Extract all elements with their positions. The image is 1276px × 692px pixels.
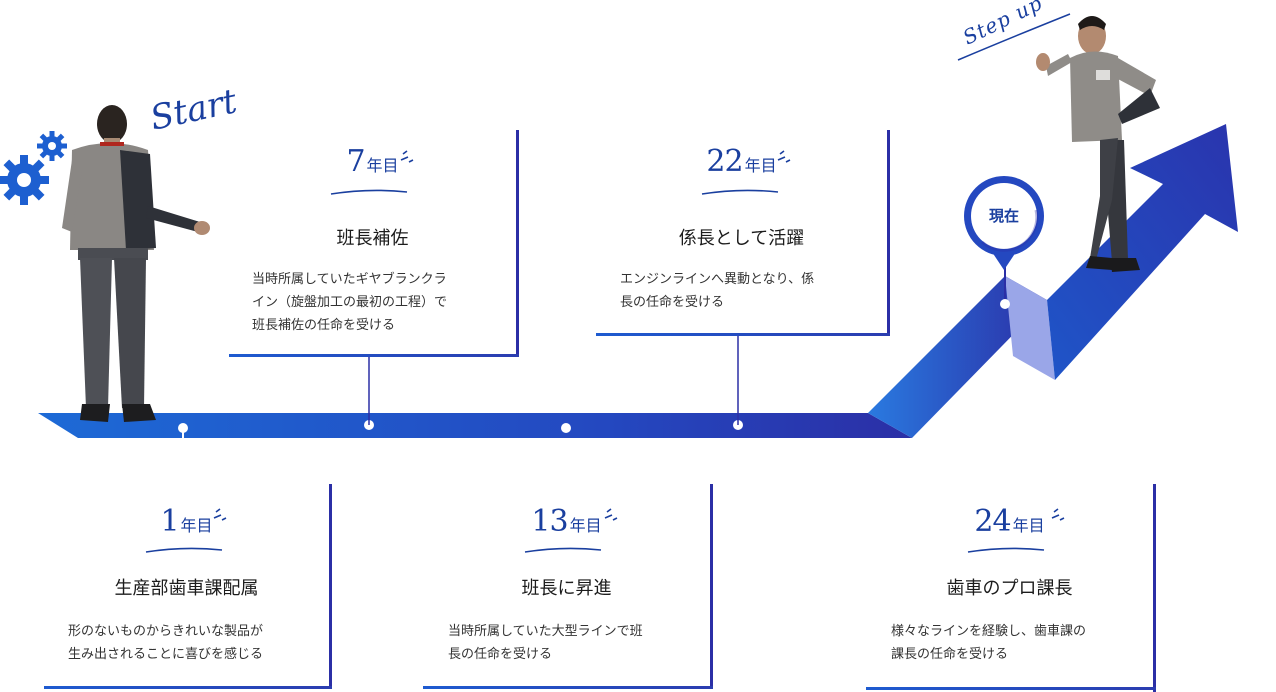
sparkle-icon bbox=[604, 508, 618, 521]
milestone-role: 班長補佐 bbox=[336, 228, 409, 249]
worker-current-figure bbox=[1036, 16, 1160, 272]
sparkle-icon bbox=[213, 508, 227, 521]
sparkle-icon bbox=[1051, 508, 1065, 521]
gear-icon bbox=[0, 155, 49, 205]
path-bar bbox=[38, 413, 912, 438]
underline-swash bbox=[330, 189, 408, 195]
path-fold bbox=[1005, 276, 1055, 380]
milestone-role: 班長に昇進 bbox=[521, 578, 612, 599]
worker-start-figure bbox=[62, 105, 210, 422]
gear-small-icon bbox=[37, 131, 67, 161]
milestone-dot-3 bbox=[561, 423, 571, 433]
underline-swash bbox=[967, 547, 1045, 553]
milestone-desc: 様々なラインを経験し、歯車課の課長の任命を受ける bbox=[891, 624, 1087, 662]
milestone-desc: エンジンラインへ異動となり、係長の任命を受ける bbox=[620, 272, 815, 310]
milestone-desc: 当時所属していたギヤブランクライン（旋盤加工の最初の工程）で班長補佐の任命を受け… bbox=[252, 272, 448, 333]
milestone-role: 歯車のプロ課長 bbox=[946, 578, 1073, 599]
milestone-role: 生産部歯車課配属 bbox=[114, 578, 259, 599]
sparkle-icon bbox=[777, 150, 791, 163]
underline-swash bbox=[145, 547, 223, 553]
underline-swash bbox=[701, 189, 779, 195]
path-rise-1 bbox=[868, 276, 1047, 438]
underline-swash bbox=[524, 547, 602, 553]
milestone-desc: 当時所属していた大型ラインで班長の任命を受ける bbox=[448, 624, 643, 662]
current-label: 現在 bbox=[988, 207, 1019, 225]
path-arrow bbox=[1047, 124, 1238, 380]
milestone-desc: 形のないものからきれいな製品が生み出されることに喜びを感じる bbox=[68, 624, 264, 662]
milestone-role: 係長として活躍 bbox=[678, 228, 805, 249]
sparkle-icon bbox=[400, 150, 414, 163]
